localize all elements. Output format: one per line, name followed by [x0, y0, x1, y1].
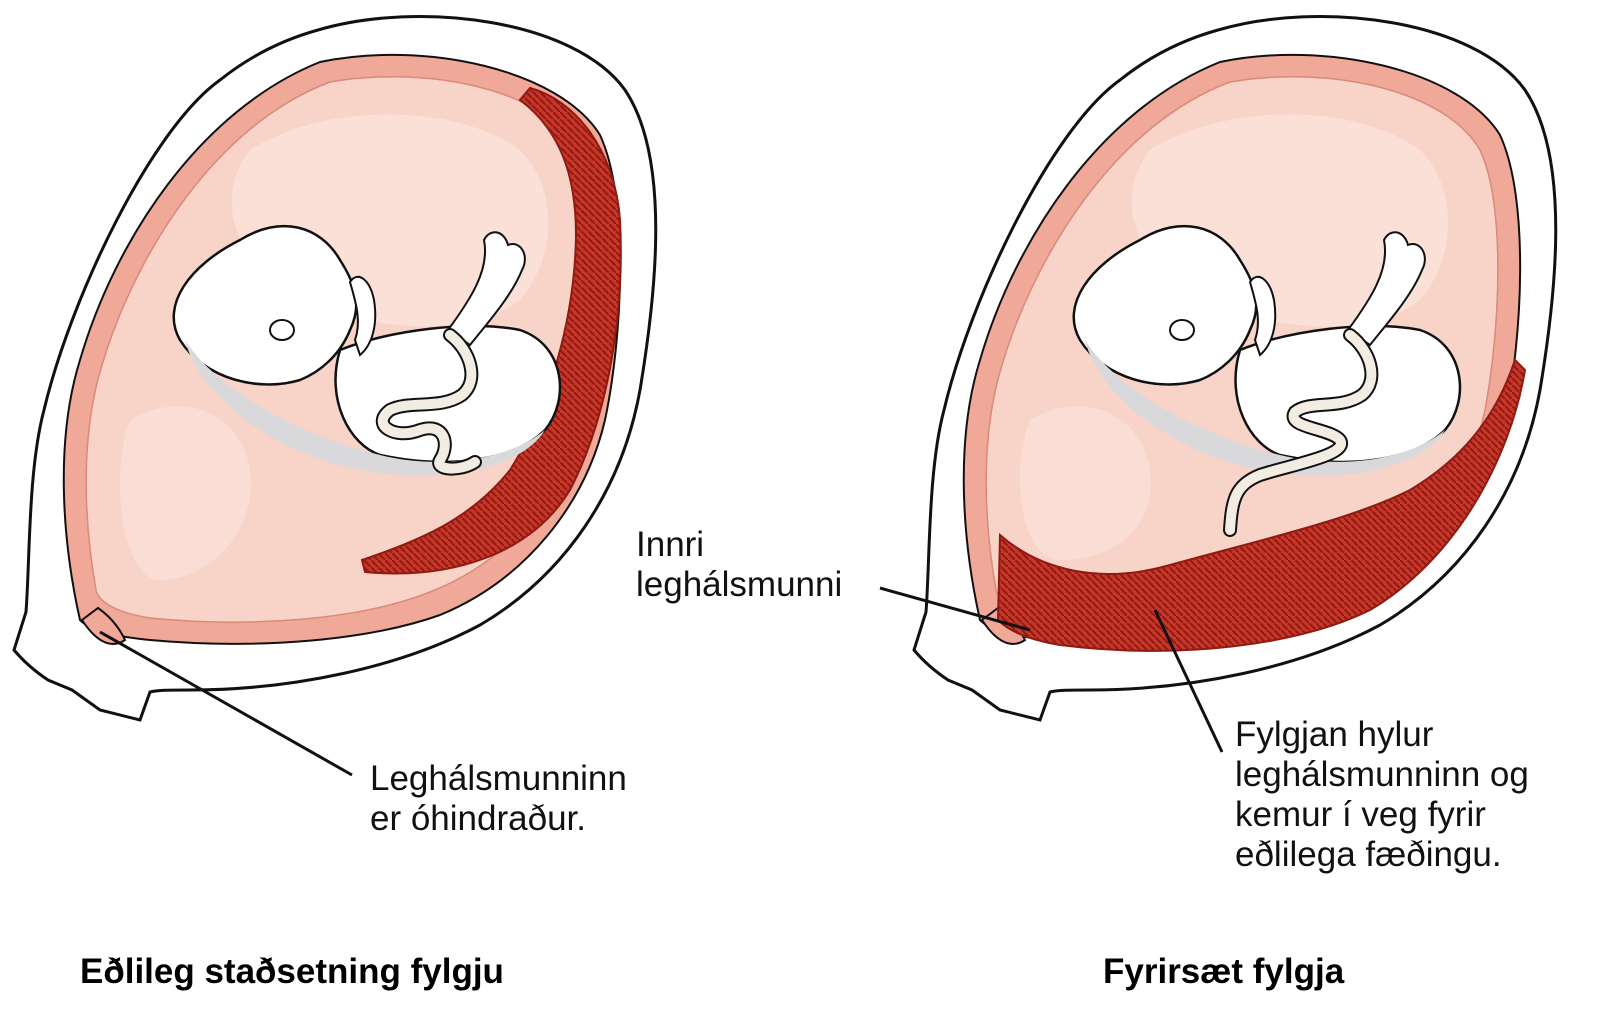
fetus-normal: [172, 225, 562, 476]
fetus-arm-left: [348, 275, 377, 357]
caption-normal-placenta: Eðlileg staðsetning fylgju: [80, 952, 504, 991]
fetus-ear-right: [1169, 319, 1195, 341]
leader-line-cervix-open: [99, 630, 353, 777]
label-cervix-unobstructed: Leghálsmunninn er óhindraður.: [370, 759, 627, 839]
fetus-shadow-right: [1085, 340, 1445, 476]
fetus-head-left: [172, 225, 358, 386]
fetus-shadow-left: [185, 340, 545, 476]
placenta-normal: [360, 86, 622, 575]
fetus-ear-left: [269, 319, 295, 341]
fluid-highlight-low-left: [120, 406, 251, 580]
fetus-previa: [1072, 225, 1462, 537]
label-internal-os: Innri leghálsmunni: [636, 525, 842, 605]
label-cervix-unobstructed-line-2: er óhindraður.: [370, 799, 586, 838]
label-placenta-line-4: eðlilega fæðingu.: [1235, 835, 1502, 874]
label-internal-os-line-2: leghálsmunni: [636, 565, 843, 604]
fetus-arm-right: [1248, 275, 1277, 357]
fluid-highlight-low-right: [1020, 406, 1151, 560]
label-internal-os-line-1: Innri: [636, 525, 705, 564]
fetus-leg-left: [446, 231, 526, 347]
placenta-previa: [996, 358, 1527, 652]
leader-line-placenta-previa: [1153, 609, 1224, 753]
caption-placenta-previa: Fyrirsæt fylgja: [1103, 952, 1345, 991]
fetus-head-right: [1072, 225, 1258, 386]
label-placenta-covers-cervix: Fylgjan hylur leghálsmunninn og kemur í …: [1235, 715, 1529, 875]
label-placenta-line-3: kemur í veg fyrir: [1235, 795, 1486, 834]
label-cervix-unobstructed-line-1: Leghálsmunninn: [370, 759, 627, 798]
leader-line-internal-os: [879, 586, 1031, 632]
label-placenta-line-1: Fylgjan hylur: [1235, 715, 1434, 754]
label-placenta-line-2: leghálsmunninn og: [1235, 755, 1529, 794]
cervix-left: [80, 606, 127, 645]
fetus-leg-right: [1346, 231, 1426, 347]
